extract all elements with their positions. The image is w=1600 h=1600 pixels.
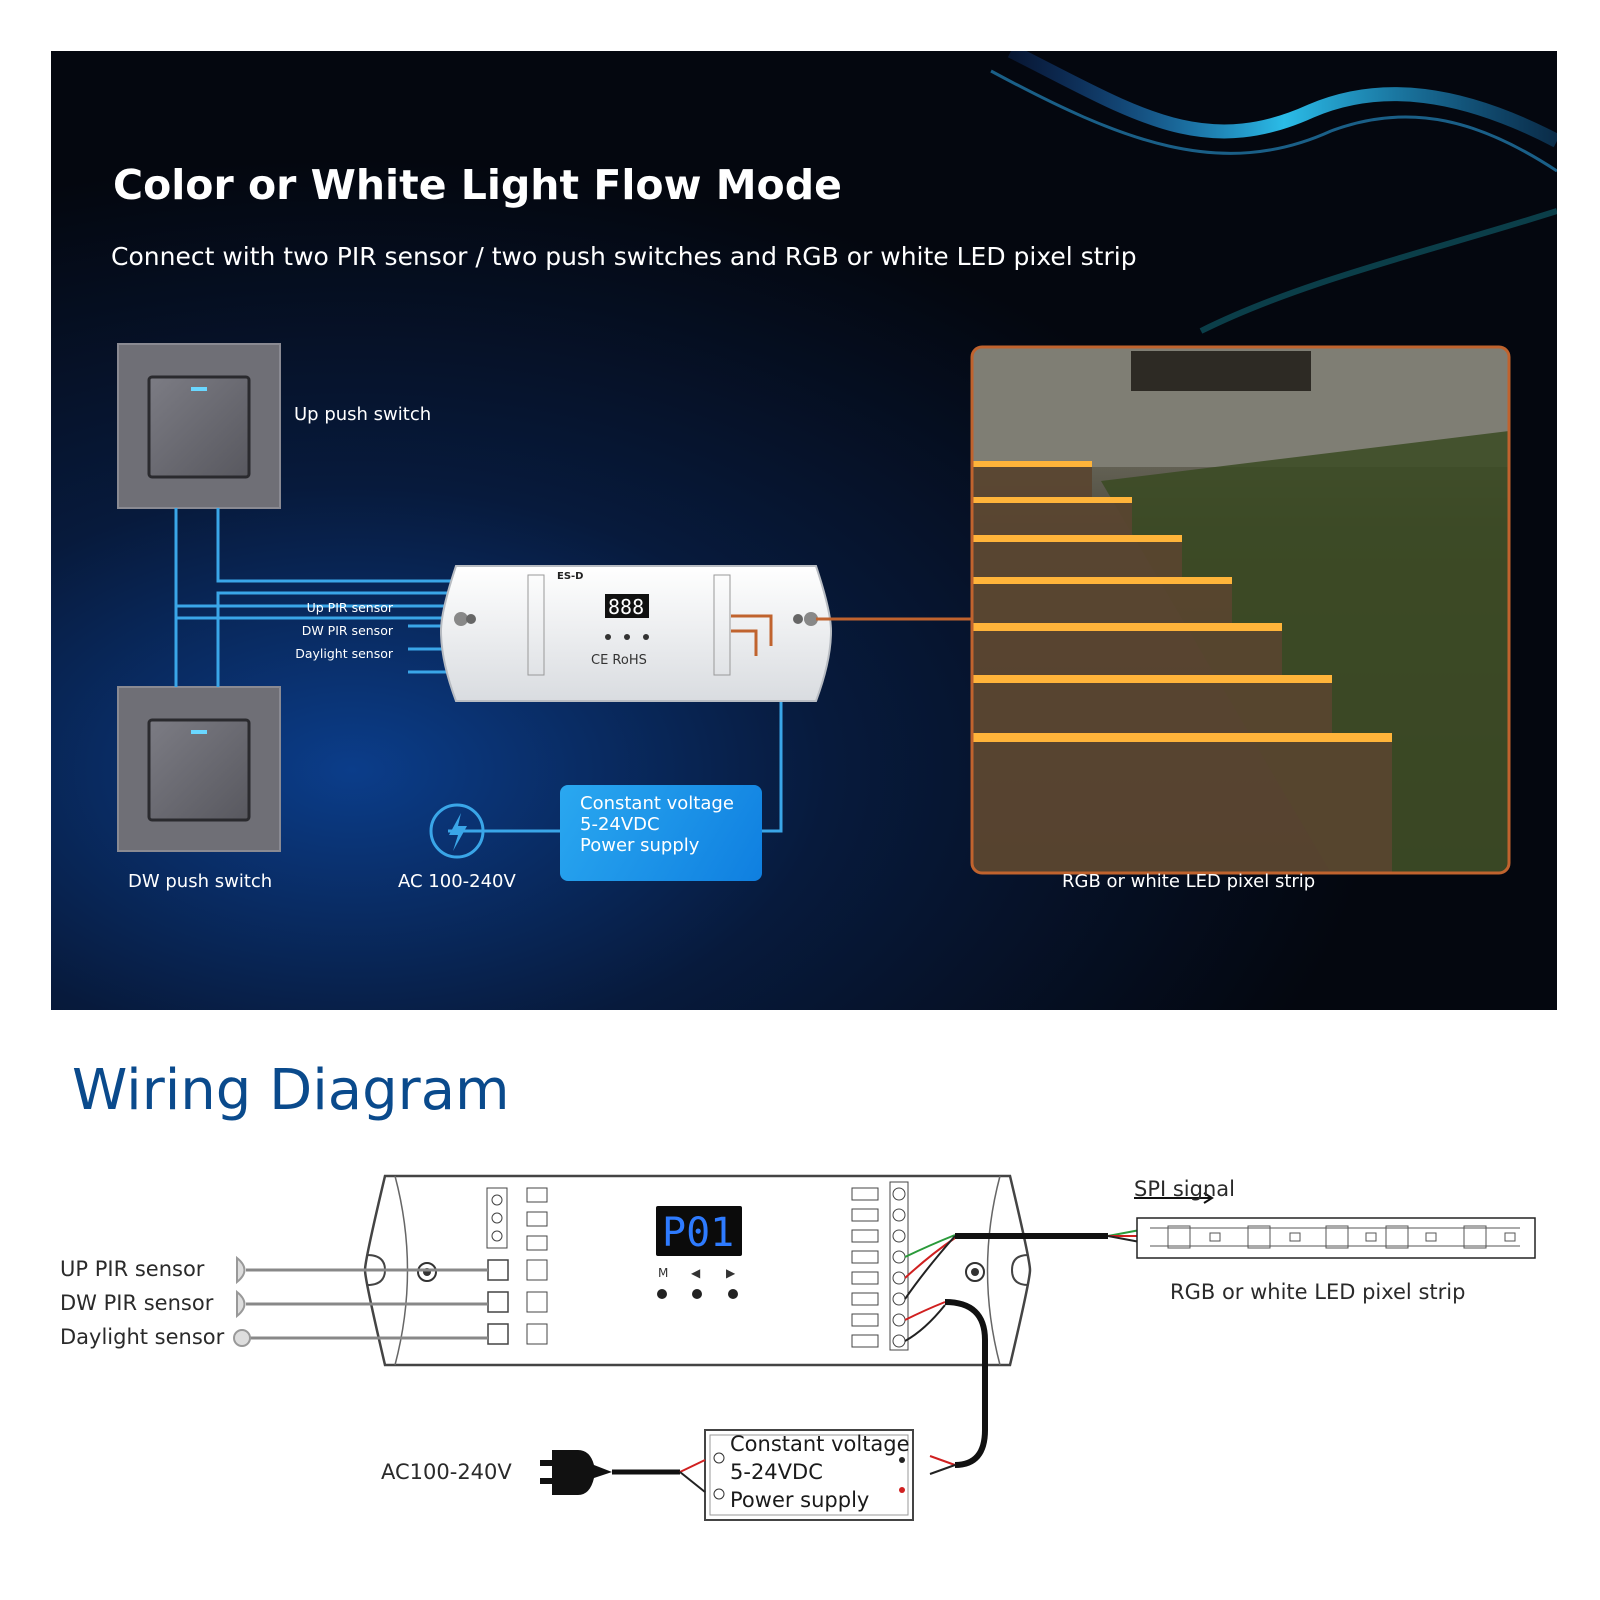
up-push-switch (117, 343, 281, 509)
wiring-sensor-label-up: UP PIR sensor (60, 1257, 205, 1281)
hero-panel: ES-D 888 CE RoHS (51, 51, 1557, 1010)
button-label-m: M (658, 1266, 668, 1280)
ac-plug-icon (540, 1450, 706, 1495)
hero-psu-line: 5-24VDC (580, 814, 660, 835)
spi-signal-label: SPI signal (1134, 1177, 1235, 1201)
button-m (657, 1289, 667, 1299)
hero-sensor-label-dw: DW PIR sensor (301, 623, 393, 638)
power-cable (944, 1299, 988, 1468)
hero-controller: ES-D 888 CE RoHS (439, 565, 833, 702)
up-switch-label: Up push switch (294, 404, 432, 425)
wiring-led-strip (1136, 1217, 1536, 1259)
hero-title: Color or White Light Flow Mode (113, 161, 842, 209)
hero-psu-line: Power supply (580, 835, 700, 856)
hero-sensor-label-daylight: Daylight sensor (295, 646, 393, 661)
button-right (728, 1289, 738, 1299)
led-strip-photo (972, 347, 1509, 873)
wiring-display: P01 (662, 1210, 734, 1256)
hero-sensor-label-up: Up PIR sensor (306, 600, 393, 615)
hero-controller-display: 888 (608, 595, 644, 619)
hero-controller-marks: CE RoHS (591, 653, 647, 668)
hero-subtitle: Connect with two PIR sensor / two push s… (111, 242, 1137, 271)
wiring-psu-line: Power supply (730, 1488, 870, 1512)
wiring-heading: Wiring Diagram (72, 1058, 510, 1123)
wiring-sensor-label-dw: DW PIR sensor (60, 1291, 214, 1315)
ac-label: AC 100-240V (398, 871, 516, 892)
wiring-strip-label: RGB or white LED pixel strip (1170, 1280, 1466, 1304)
hero-graphics: ES-D 888 CE RoHS (117, 51, 1557, 875)
hero-strip-label: RGB or white LED pixel strip (1062, 871, 1316, 892)
wiring-psu-text: Constant voltage 5-24VDC Power supply (730, 1430, 910, 1514)
ac-power-icon (429, 803, 485, 859)
button-left (692, 1289, 702, 1299)
wiring-sensor-label-daylight: Daylight sensor (60, 1325, 225, 1349)
sensor-cables (246, 1268, 488, 1340)
hero-psu-box: Constant voltage 5-24VDC Power supply (560, 785, 762, 881)
hero-psu-line: Constant voltage (580, 793, 734, 814)
dw-push-switch (117, 686, 281, 852)
wiring-controller: P01 M ◀ ▶ (363, 1174, 1032, 1367)
spi-arrow (1134, 1192, 1214, 1204)
light-wave (1007, 51, 1557, 148)
dw-switch-label: DW push switch (128, 871, 273, 892)
wiring-psu-line: 5-24VDC (730, 1460, 823, 1484)
wiring-psu-line: Constant voltage (730, 1432, 910, 1456)
wiring-psu (704, 1429, 914, 1521)
sensor-heads (233, 1255, 251, 1347)
wiring-ac-label: AC100-240V (381, 1460, 512, 1484)
hero-controller-model: ES-D (557, 571, 583, 582)
button-label-left: ◀ (691, 1266, 701, 1280)
wiring-diagram: P01 M ◀ ▶ (233, 1174, 1536, 1521)
button-label-right: ▶ (726, 1266, 736, 1280)
